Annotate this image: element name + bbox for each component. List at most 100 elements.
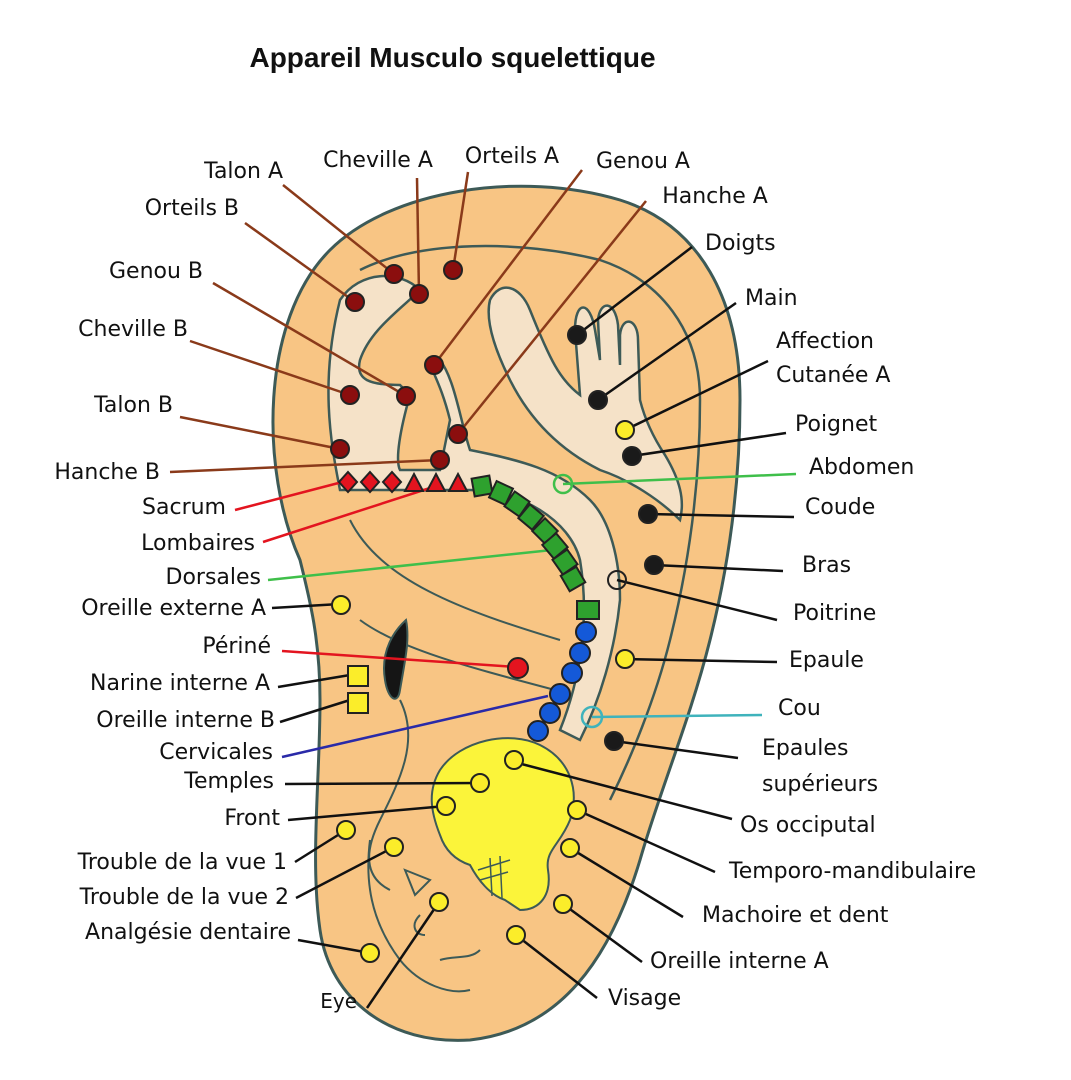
- diagram-title: Appareil Musculo squelettique: [249, 42, 656, 73]
- label-narine-interne-a: Narine interne A: [90, 671, 270, 696]
- label-trouble-vue-1: Trouble de la vue 1: [77, 850, 287, 875]
- label-bras: Bras: [802, 553, 851, 578]
- line-coude: [647, 512, 795, 519]
- skull-shape: [430, 737, 575, 912]
- concha-line: [349, 519, 561, 641]
- label-perine: Périné: [202, 634, 271, 659]
- line-trouble-vue-2: [295, 845, 395, 900]
- line-eye: [365, 901, 441, 1009]
- point-cervicales-2: [569, 642, 591, 664]
- line-cheville-a: [415, 177, 421, 295]
- line-sacrum: [234, 478, 351, 512]
- point-cou: [580, 705, 604, 729]
- label-trouble-vue-2: Trouble de la vue 2: [79, 885, 289, 910]
- point-front: [436, 796, 456, 816]
- point-oreille-interne-b: [347, 692, 369, 714]
- line-oreille-interne-b: [279, 698, 351, 724]
- label-talon-b: Talon B: [93, 393, 173, 418]
- lobe-line: [368, 699, 410, 891]
- point-genou-b: [396, 386, 416, 406]
- line-hanche-a: [457, 200, 647, 435]
- line-orteils-a: [451, 171, 470, 271]
- point-poignet: [622, 446, 642, 466]
- line-talon-b: [179, 415, 341, 451]
- point-temples: [470, 773, 490, 793]
- line-perine: [281, 649, 517, 669]
- label-hanche-a: Hanche A: [662, 184, 768, 209]
- point-cervicales-6: [527, 720, 549, 742]
- point-machoire-et-dent: [560, 838, 580, 858]
- line-talon-a: [282, 184, 395, 275]
- label-cheville-b: Cheville B: [78, 317, 188, 342]
- point-affection-cutanee-a: [615, 420, 635, 440]
- line-temporo-mandibulaire: [576, 808, 716, 874]
- label-genou-a: Genou A: [596, 149, 690, 174]
- label-cervicales: Cervicales: [159, 740, 273, 765]
- leader-lines: [169, 169, 797, 1009]
- line-trouble-vue-1: [294, 828, 347, 864]
- point-sacrum-3: [381, 470, 403, 494]
- line-main: [597, 301, 737, 402]
- point-os-occipital: [504, 750, 524, 770]
- point-orteils-a: [443, 260, 463, 280]
- label-temporo-mandibulaire: Temporo-mandibulaire: [728, 859, 976, 884]
- point-coude: [638, 504, 658, 524]
- label-front: Front: [224, 806, 280, 831]
- point-hanche-a: [448, 424, 468, 444]
- label-visage: Visage: [608, 986, 681, 1011]
- label-poitrine: Poitrine: [793, 601, 876, 626]
- line-front: [287, 804, 447, 822]
- point-talon-a: [384, 264, 404, 284]
- line-hanche-b: [169, 458, 441, 474]
- label-coude: Coude: [805, 495, 875, 520]
- label-epaule: Epaule: [789, 648, 864, 673]
- label-oreille-interne-a: Oreille interne A: [650, 949, 829, 974]
- line-genou-b: [212, 281, 407, 398]
- line-cou: [591, 713, 763, 719]
- point-lombaires-2: [425, 471, 447, 492]
- label-dorsales: Dorsales: [166, 565, 262, 590]
- label-talon-a: Talon A: [203, 159, 283, 184]
- point-visage: [506, 925, 526, 945]
- label-hanche-b: Hanche B: [54, 460, 160, 485]
- line-bras: [653, 563, 784, 573]
- point-lombaires-3: [447, 471, 469, 492]
- label-genou-b: Genou B: [109, 259, 203, 284]
- point-cervicales-5: [539, 702, 561, 724]
- point-dorsales-3: [503, 490, 531, 518]
- label-abdomen: Abdomen: [809, 455, 914, 480]
- point-eye: [429, 892, 449, 912]
- point-dorsales-8: [559, 565, 587, 593]
- label-epaules-superieurs-line1: Epaules: [762, 736, 848, 761]
- line-poignet: [631, 431, 787, 458]
- line-doigts: [576, 246, 693, 336]
- label-temples: Temples: [183, 769, 274, 794]
- line-narine-interne-a: [277, 673, 351, 689]
- label-analgesie-dentaire: Analgésie dentaire: [85, 920, 291, 945]
- point-bras: [644, 555, 664, 575]
- line-cervicales: [281, 694, 549, 759]
- point-trouble-vue-1: [336, 820, 356, 840]
- line-cheville-b: [189, 339, 351, 397]
- label-oreille-interne-b: Oreille interne B: [96, 708, 275, 733]
- label-os-occipital: Os occiputal: [740, 813, 876, 838]
- label-epaules-superieurs-line2: supérieurs: [762, 772, 878, 797]
- point-epaules-superieurs: [604, 731, 624, 751]
- label-affection-cutanee-a-line2: Cutanée A: [776, 363, 890, 388]
- label-oreille-externe-a: Oreille externe A: [81, 596, 266, 621]
- cervicales-points: [527, 621, 597, 742]
- label-affection-cutanee-a-line1: Affection: [776, 329, 874, 354]
- line-affection-cutanee-a: [624, 359, 769, 432]
- point-sacrum-2: [359, 470, 381, 494]
- point-dorsales-4: [516, 502, 546, 532]
- line-visage: [515, 934, 598, 999]
- point-cervicales-4: [549, 683, 571, 705]
- line-temples: [284, 781, 481, 786]
- line-oreille-interne-a: [562, 902, 643, 964]
- line-analgesie-dentaire: [297, 938, 371, 955]
- line-lombaires: [262, 486, 431, 544]
- line-orteils-b: [244, 221, 356, 304]
- point-poitrine: [607, 570, 627, 590]
- line-machoire-et-dent: [569, 846, 684, 919]
